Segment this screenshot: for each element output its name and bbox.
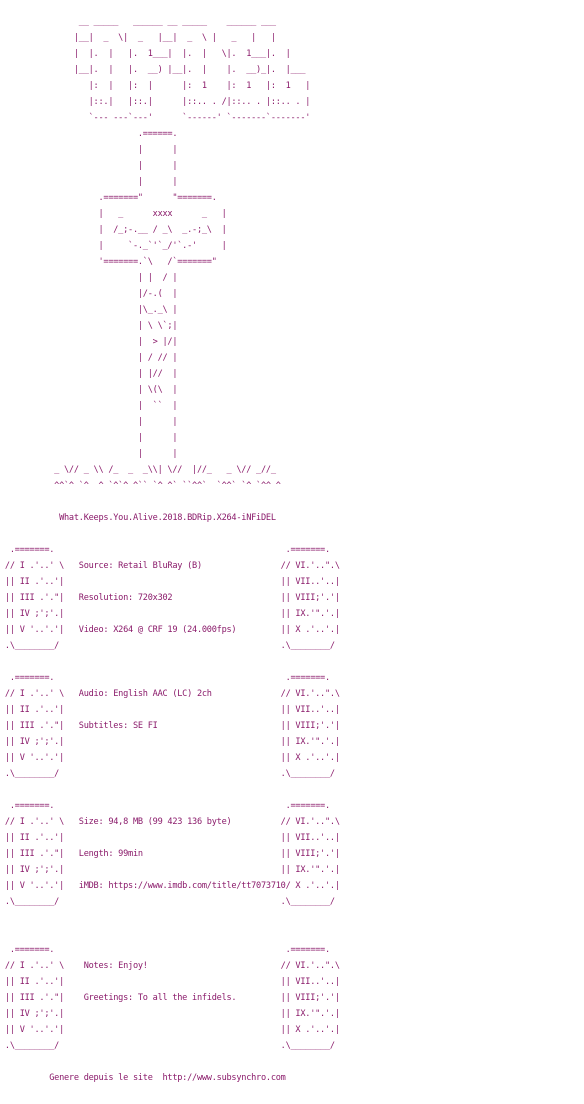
nfo-line: |::.| |::.| |::.. . /|::.. . |::.. . |: [0, 97, 311, 107]
nfo-line: | / // |: [0, 353, 178, 363]
nfo-line: || V '..'.'| || X .'..'.|: [0, 753, 340, 763]
nfo-line: | |: [0, 161, 178, 171]
nfo-line: | > |/|: [0, 337, 178, 347]
nfo-line: [0, 526, 584, 542]
nfo-line: | |: [0, 433, 178, 443]
nfo-line: .=======. .=======.: [0, 801, 330, 811]
nfo-line: || V '..'.'| Video: X264 @ CRF 19 (24.00…: [0, 625, 340, 635]
nfo-line: |__| _ \| _ |__| _ \ | _ | |: [0, 33, 276, 43]
nfo-line: || III .'."| Resolution: 720x302 || VIII…: [0, 593, 340, 603]
nfo-line: || II .'..'| || VII..'..|: [0, 977, 340, 987]
nfo-line: || III .'."| Greetings: To all the infid…: [0, 993, 340, 1003]
nfo-line: .\________/ .\________/: [0, 769, 335, 779]
nfo-line: | |: [0, 145, 178, 155]
nfo-line: | _ xxxx _ |: [0, 209, 227, 219]
nfo-line: |/-.( |: [0, 289, 178, 299]
nfo-line: [0, 1054, 584, 1070]
nfo-line: || II .'..'| || VII..'..|: [0, 577, 340, 587]
nfo-line: What.Keeps.You.Alive.2018.BDRip.X264-iNF…: [0, 513, 276, 523]
nfo-line: | \ \`;|: [0, 321, 178, 331]
nfo-line: ^^`^ `^ ^ `^`^ ^`` `^ ^` ``^^` `^^` `^ `…: [0, 481, 281, 491]
nfo-line: .=======" "=======.: [0, 193, 217, 203]
nfo-line: | |: [0, 177, 178, 187]
nfo-line: // I .'..' \ Notes: Enjoy! // VI.'..".\: [0, 961, 340, 971]
nfo-line: `--- ---`---' `------' `-------`-------': [0, 113, 311, 123]
nfo-line: [0, 782, 584, 798]
nfo-line: .\________/ .\________/: [0, 641, 335, 651]
nfo-line: .=======. .=======.: [0, 673, 330, 683]
nfo-line: // I .'..' \ Source: Retail BluRay (B) /…: [0, 561, 340, 571]
nfo-line: // I .'..' \ Size: 94,8 MB (99 423 136 b…: [0, 817, 340, 827]
nfo-line: | \(\ |: [0, 385, 178, 395]
nfo-line: Genere depuis le site http://www.subsync…: [0, 1073, 286, 1083]
nfo-line: | | / |: [0, 273, 178, 283]
nfo-line: | |: [0, 417, 178, 427]
nfo-line: || III .'."| Subtitles: SE FI || VIII;'.…: [0, 721, 340, 731]
nfo-line: _ \// _ \\ /_ _ _\\| \// |//_ _ \// _//_: [0, 465, 276, 475]
nfo-line: |\_._\ |: [0, 305, 178, 315]
nfo-line: | `-._`'`_/'`.-' |: [0, 241, 227, 251]
nfo-line: || IV ;';'.| || IX.'".'.|: [0, 865, 340, 875]
nfo-line: __ _____ ______ __ _____ ______ ___: [0, 17, 276, 27]
nfo-line: || II .'..'| || VII..'..|: [0, 705, 340, 715]
nfo-line: |__|. | |. __) |__|. | |. __)_|. |___: [0, 65, 306, 75]
nfo-line: .\________/ .\________/: [0, 897, 335, 907]
nfo-line: | |// |: [0, 369, 178, 379]
nfo-line: | |. | |. 1___| |. | \|. 1___|. |: [0, 49, 291, 59]
nfo-line: '=======.`\ /`=======": [0, 257, 217, 267]
nfo-line: [0, 494, 584, 510]
nfo-line: || IV ;';'.| || IX.'".'.|: [0, 737, 340, 747]
nfo-line: [0, 926, 584, 942]
nfo-line: || IV ;';'.| || IX.'".'.|: [0, 609, 340, 619]
nfo-line: || V '..'.'| iMDB: https://www.imdb.com/…: [0, 881, 340, 891]
nfo-line: |: | |: | |: 1 |: 1 |: 1 |: [0, 81, 311, 91]
nfo-line: .\________/ .\________/: [0, 1041, 335, 1051]
nfo-line: .=======. .=======.: [0, 545, 330, 555]
nfo-line: | /_;-.__ / _\ _.-;_\ |: [0, 225, 227, 235]
nfo-line: [0, 910, 584, 926]
nfo-line: || II .'..'| || VII..'..|: [0, 833, 340, 843]
nfo-line: || III .'."| Length: 99min || VIII;'.'|: [0, 849, 340, 859]
nfo-line: [0, 654, 584, 670]
nfo-line: || IV ;';'.| || IX.'".'.|: [0, 1009, 340, 1019]
nfo-line: .=======. .=======.: [0, 945, 330, 955]
nfo-line: || V '..'.'| || X .'..'.|: [0, 1025, 340, 1035]
nfo-line: | `` |: [0, 401, 178, 411]
nfo-line: .======.: [0, 129, 178, 139]
nfo-line: | |: [0, 449, 178, 459]
nfo-line: // I .'..' \ Audio: English AAC (LC) 2ch…: [0, 689, 340, 699]
